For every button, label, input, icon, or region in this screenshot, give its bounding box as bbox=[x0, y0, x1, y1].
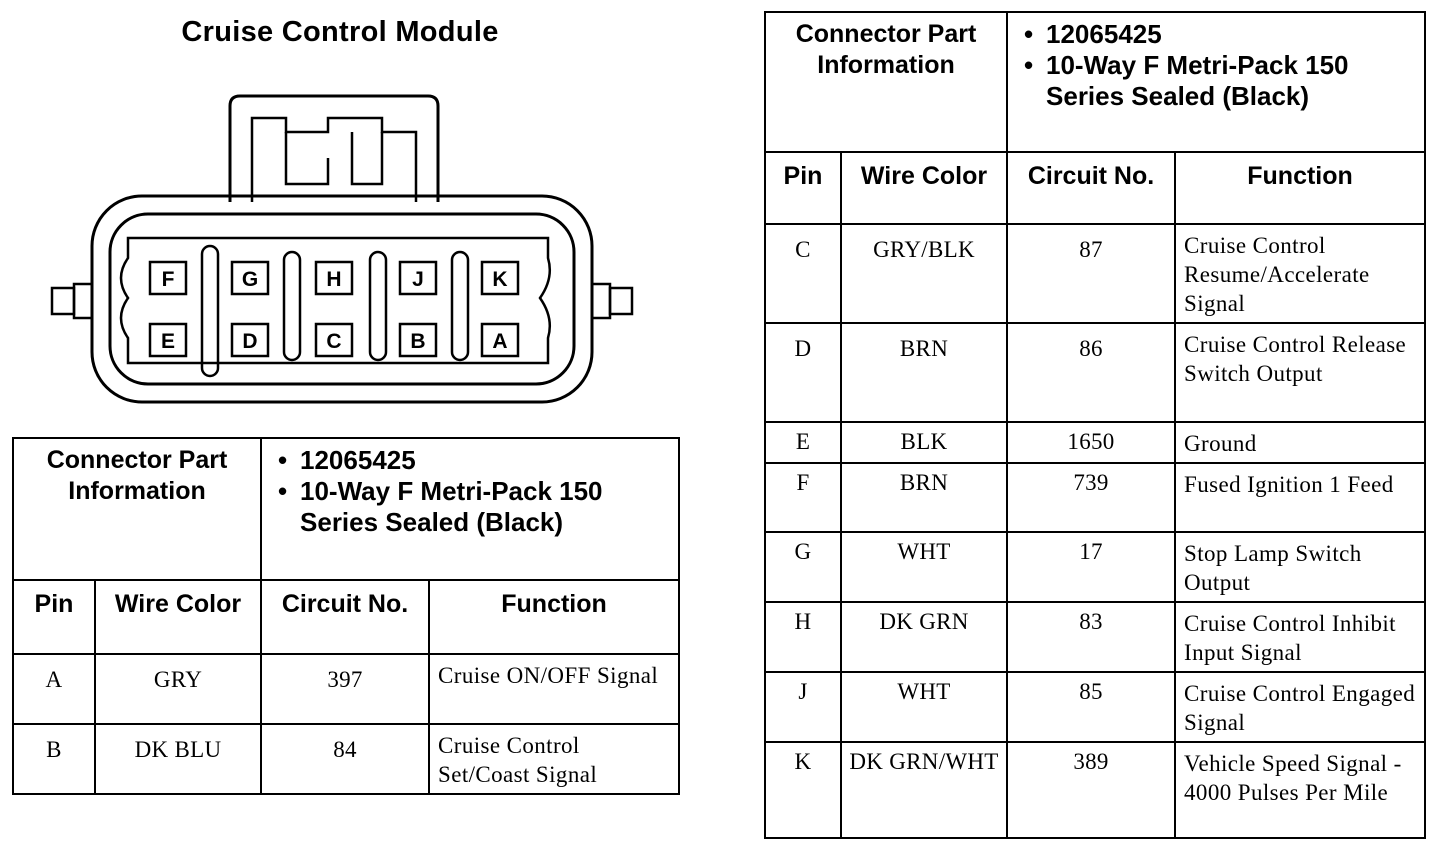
pin-label: H bbox=[326, 268, 341, 291]
part-number: 12065425 bbox=[278, 445, 678, 476]
col-header-wire-color: Wire Color bbox=[839, 151, 1009, 225]
pin-cell: F bbox=[764, 462, 842, 533]
function-cell: Cruise Control Engaged Signal bbox=[1174, 671, 1427, 743]
pin-cell: A bbox=[12, 653, 96, 725]
connector-info-label: Connector Part Information bbox=[763, 11, 1009, 153]
function-cell: Fused Ignition 1 Feed bbox=[1174, 462, 1427, 533]
circuit-cell: 83 bbox=[1006, 601, 1177, 673]
table-row: G WHT 17 Stop Lamp Switch Output bbox=[764, 531, 1427, 603]
pin-cell: E bbox=[764, 421, 842, 464]
circuit-cell: 389 bbox=[1006, 741, 1177, 839]
function-cell: Cruise Control Release Switch Output bbox=[1174, 322, 1427, 423]
function-cell: Cruise Control Inhibit Input Signal bbox=[1174, 601, 1427, 673]
pin-cell: C bbox=[764, 223, 842, 324]
pin-cell: H bbox=[764, 601, 842, 673]
pin-label: A bbox=[492, 330, 507, 353]
connector-info-items: 12065425 10-Way F Metri-Pack 150 Series … bbox=[260, 437, 681, 581]
wire-color-cell: DK BLU bbox=[93, 723, 263, 795]
pin-row-bottom: E D C B A bbox=[148, 322, 520, 358]
col-header-circuit-no: Circuit No. bbox=[260, 579, 431, 655]
col-header-function: Function bbox=[1174, 151, 1427, 225]
circuit-cell: 87 bbox=[1006, 223, 1177, 324]
pin-label: J bbox=[412, 268, 424, 291]
function-cell: Vehicle Speed Signal - 4000 Pulses Per M… bbox=[1174, 741, 1427, 839]
wire-color-cell: BLK bbox=[839, 421, 1009, 464]
circuit-cell: 85 bbox=[1006, 671, 1177, 743]
pin-row-top: F G H J K bbox=[148, 260, 520, 296]
wire-color-cell: GRY bbox=[93, 653, 263, 725]
circuit-cell: 84 bbox=[260, 723, 431, 795]
table-row: F BRN 739 Fused Ignition 1 Feed bbox=[764, 462, 1427, 533]
connector-info-items: 12065425 10-Way F Metri-Pack 150 Series … bbox=[1006, 11, 1427, 153]
circuit-cell: 397 bbox=[260, 653, 431, 725]
circuit-cell: 86 bbox=[1006, 322, 1177, 423]
function-cell: Cruise Control Resume/Accelerate Signal bbox=[1174, 223, 1427, 324]
table-row: J WHT 85 Cruise Control Engaged Signal bbox=[764, 671, 1427, 743]
pin-label: F bbox=[162, 268, 175, 291]
function-cell: Cruise Control Set/Coast Signal bbox=[428, 723, 681, 795]
table-row: K DK GRN/WHT 389 Vehicle Speed Signal - … bbox=[764, 741, 1427, 839]
table-row: A GRY 397 Cruise ON/OFF Signal bbox=[12, 653, 681, 725]
connector-info-label: Connector Part Information bbox=[11, 437, 263, 581]
pin-label: C bbox=[326, 330, 341, 353]
pin-cell: J bbox=[764, 671, 842, 743]
wire-color-cell: WHT bbox=[839, 531, 1009, 603]
connector-diagram: F G H J K E D C B A bbox=[50, 94, 634, 404]
pin-cell: G bbox=[764, 531, 842, 603]
pin-label: B bbox=[410, 330, 425, 353]
function-cell: Cruise ON/OFF Signal bbox=[428, 653, 681, 725]
circuit-cell: 1650 bbox=[1006, 421, 1177, 464]
wire-color-cell: BRN bbox=[839, 462, 1009, 533]
wire-color-cell: DK GRN bbox=[839, 601, 1009, 673]
table-row: H DK GRN 83 Cruise Control Inhibit Input… bbox=[764, 601, 1427, 673]
wire-color-cell: GRY/BLK bbox=[839, 223, 1009, 324]
table-row: B DK BLU 84 Cruise Control Set/Coast Sig… bbox=[12, 723, 681, 795]
table-row: E BLK 1650 Ground bbox=[764, 421, 1427, 464]
function-cell: Stop Lamp Switch Output bbox=[1174, 531, 1427, 603]
right-pinout-table: Connector Part Information 12065425 10-W… bbox=[763, 11, 1427, 839]
pin-label: D bbox=[242, 330, 257, 353]
connector-type: 10-Way F Metri-Pack 150 Series Sealed (B… bbox=[278, 476, 678, 538]
col-header-pin: Pin bbox=[12, 579, 96, 655]
left-pinout-table: Connector Part Information 12065425 10-W… bbox=[11, 437, 681, 795]
part-number: 12065425 bbox=[1024, 19, 1424, 50]
col-header-circuit-no: Circuit No. bbox=[1006, 151, 1177, 225]
circuit-cell: 739 bbox=[1006, 462, 1177, 533]
wire-color-cell: DK GRN/WHT bbox=[839, 741, 1009, 839]
wire-color-cell: BRN bbox=[839, 322, 1009, 423]
pin-cell: D bbox=[764, 322, 842, 423]
diagram-title: Cruise Control Module bbox=[181, 16, 499, 48]
pin-cell: K bbox=[764, 741, 842, 839]
table-row: D BRN 86 Cruise Control Release Switch O… bbox=[764, 322, 1427, 423]
connector-type: 10-Way F Metri-Pack 150 Series Sealed (B… bbox=[1024, 50, 1424, 112]
table-row: C GRY/BLK 87 Cruise Control Resume/Accel… bbox=[764, 223, 1427, 324]
pin-cell: B bbox=[12, 723, 96, 795]
col-header-function: Function bbox=[428, 579, 681, 655]
pin-label: E bbox=[161, 330, 175, 353]
function-cell: Ground bbox=[1174, 421, 1427, 464]
pin-label: G bbox=[242, 268, 258, 291]
col-header-wire-color: Wire Color bbox=[93, 579, 263, 655]
pin-label: K bbox=[492, 268, 507, 291]
col-header-pin: Pin bbox=[764, 151, 842, 225]
circuit-cell: 17 bbox=[1006, 531, 1177, 603]
wire-color-cell: WHT bbox=[839, 671, 1009, 743]
